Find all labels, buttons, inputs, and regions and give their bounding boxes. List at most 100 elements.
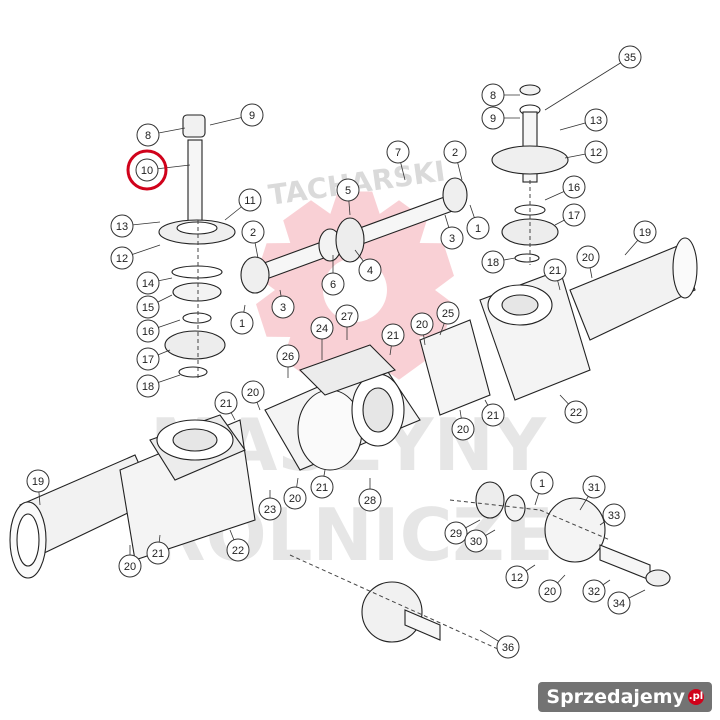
- callout-label-31: 31: [588, 482, 600, 494]
- callout-label-2: 2: [250, 227, 256, 239]
- callout-circle: [26, 469, 50, 493]
- callout-label-20: 20: [416, 319, 428, 331]
- callout-circle: [276, 344, 300, 368]
- callout-label-3: 3: [280, 302, 286, 314]
- callout-label-3: 3: [449, 233, 455, 245]
- right-shaft-stack: [491, 84, 569, 263]
- callout-label-21: 21: [220, 398, 232, 410]
- callout-circle: [214, 391, 238, 415]
- callout-label-21: 21: [152, 548, 164, 560]
- callout-label-8: 8: [490, 90, 496, 102]
- callout-circle: [481, 403, 505, 427]
- callout-label-18: 18: [487, 257, 499, 269]
- callout-label-20: 20: [457, 424, 469, 436]
- callout-label-26: 26: [282, 351, 294, 363]
- callout-circle: [381, 323, 405, 347]
- callout-label-19: 19: [639, 227, 651, 239]
- callout-label-12: 12: [590, 147, 602, 159]
- callout-label-12: 12: [511, 572, 523, 584]
- callout-circle: [258, 497, 282, 521]
- callout-label-22: 22: [232, 545, 244, 557]
- callout-circle: [136, 319, 160, 343]
- callout-label-6: 6: [330, 279, 336, 291]
- callout-circle: [240, 103, 264, 127]
- callout-circle: [562, 175, 586, 199]
- callout-label-34: 34: [613, 598, 625, 610]
- callout-circle: [451, 417, 475, 441]
- sprocket-36-assembly: [361, 581, 441, 643]
- callout-label-20: 20: [247, 387, 259, 399]
- callout-label-35: 35: [624, 52, 636, 64]
- callout-label-9: 9: [249, 110, 255, 122]
- callout-label-1: 1: [239, 318, 245, 330]
- callout-label-22: 22: [570, 407, 582, 419]
- callout-circle: [136, 374, 160, 398]
- callout-circle: [618, 45, 642, 69]
- callout-circle: [271, 295, 295, 319]
- callout-label-16: 16: [142, 326, 154, 338]
- assembly-dashed-lines: [197, 180, 611, 651]
- callout-circle: [505, 565, 529, 589]
- callout-circle: [410, 312, 434, 336]
- callout-circle: [226, 538, 250, 562]
- callout-label-28: 28: [364, 495, 376, 507]
- left-tube-assembly: [9, 414, 256, 579]
- callout-circle: [310, 316, 334, 340]
- callout-circle: [136, 271, 160, 295]
- callout-label-17: 17: [142, 354, 154, 366]
- callout-label-2: 2: [452, 147, 458, 159]
- callout-circle: [444, 521, 468, 545]
- callout-circle: [562, 203, 586, 227]
- highlight-ring-10: [126, 149, 168, 191]
- output-shaft-assembly: [475, 481, 671, 587]
- callout-label-21: 21: [487, 410, 499, 422]
- callout-label-27: 27: [341, 311, 353, 323]
- callout-circle: [584, 108, 608, 132]
- callout-circle: [241, 220, 265, 244]
- callout-label-21: 21: [549, 265, 561, 277]
- callout-circle: [496, 635, 520, 659]
- callout-label-4: 4: [367, 265, 373, 277]
- right-tube-assembly: [419, 237, 698, 416]
- callout-leader: [544, 56, 631, 111]
- callout-circle: [358, 258, 382, 282]
- callout-label-5: 5: [345, 185, 351, 197]
- callout-circle: [118, 554, 142, 578]
- callout-label-20: 20: [544, 586, 556, 598]
- callout-circle: [440, 226, 464, 250]
- callout-circle: [481, 106, 505, 130]
- callout-circle: [335, 304, 359, 328]
- callout-circle: [602, 503, 626, 527]
- callout-label-20: 20: [124, 561, 136, 573]
- watermark-gear-shape: [256, 191, 454, 389]
- callout-label-10: 10: [141, 165, 153, 177]
- callout-circle: [136, 347, 160, 371]
- callout-circle: [146, 541, 170, 565]
- callout-circle: [135, 158, 159, 182]
- callout-circle: [466, 216, 490, 240]
- callout-label-13: 13: [590, 115, 602, 127]
- callout-label-21: 21: [316, 482, 328, 494]
- callout-label-24: 24: [316, 323, 328, 335]
- callout-circle: [543, 258, 567, 282]
- callout-circle: [582, 579, 606, 603]
- callout-circle: [336, 178, 360, 202]
- callout-label-19: 19: [32, 476, 44, 488]
- callout-circle: [607, 591, 631, 615]
- callout-label-33: 33: [608, 510, 620, 522]
- callout-label-1: 1: [475, 223, 481, 235]
- callout-circle: [481, 83, 505, 107]
- callout-circle: [110, 214, 134, 238]
- callout-circle: [136, 123, 160, 147]
- callout-label-25: 25: [442, 308, 454, 320]
- callout-circle: [464, 529, 488, 553]
- cross-shaft-assembly: [240, 177, 468, 294]
- callout-circle: [283, 486, 307, 510]
- brand-suffix: .pl: [688, 689, 704, 705]
- callout-circle: [481, 250, 505, 274]
- callout-label-16: 16: [568, 182, 580, 194]
- callout-circle: [564, 400, 588, 424]
- callout-label-7: 7: [395, 147, 401, 159]
